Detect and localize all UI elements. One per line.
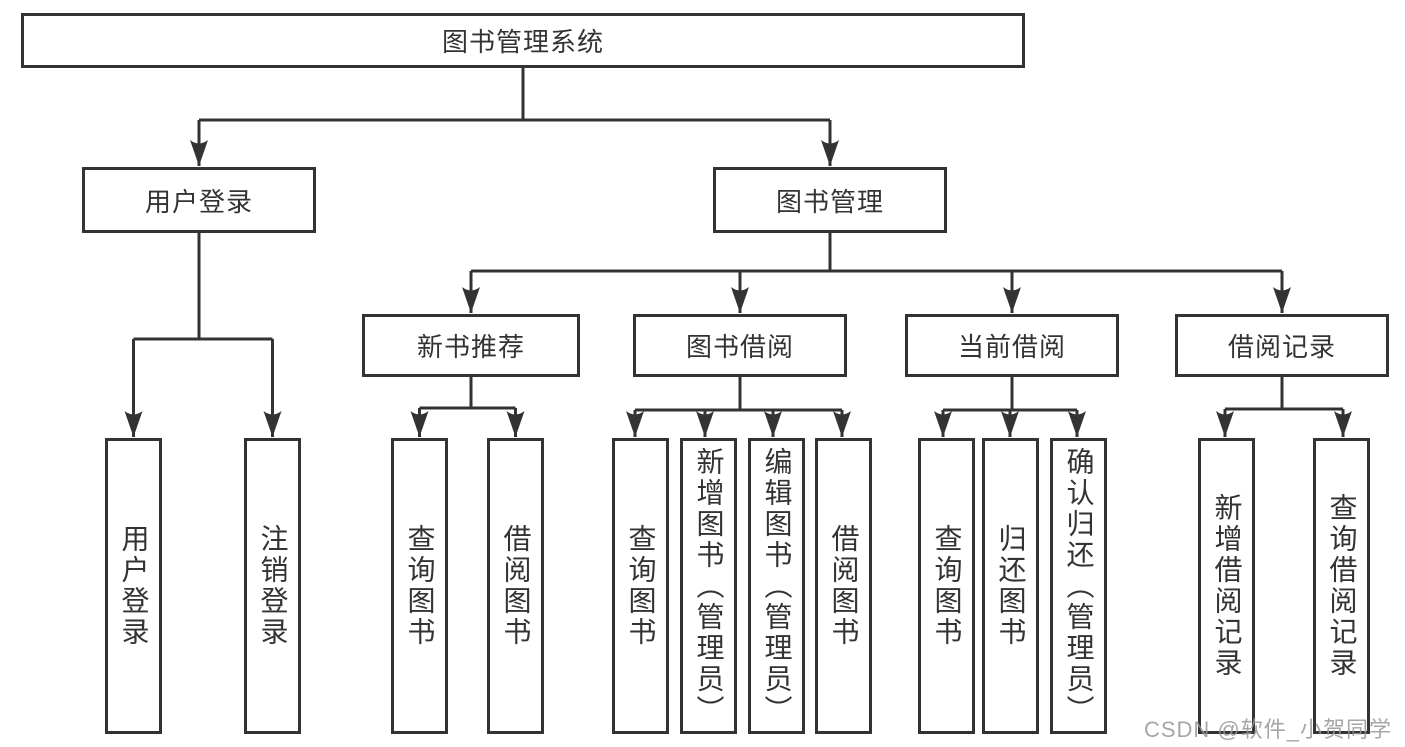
leaf-query-books-borrowing-label: 查询图书 [625, 524, 657, 648]
leaf-user-login: 用户登录 [105, 438, 162, 734]
leaf-query-books-borrowing: 查询图书 [612, 438, 669, 734]
leaf-add-books-admin: 新增图书（管理员） [680, 438, 737, 734]
leaf-user-login-label: 用户登录 [118, 524, 150, 648]
leaf-return-books: 归还图书 [982, 438, 1039, 734]
leaf-query-books-current: 查询图书 [918, 438, 975, 734]
node-book-management: 图书管理 [713, 167, 947, 233]
leaf-logout-login: 注销登录 [244, 438, 301, 734]
leaf-borrow-books-recommend-label: 借阅图书 [500, 524, 532, 648]
leaf-edit-books-admin: 编辑图书（管理员） [748, 438, 805, 734]
leaf-add-borrow-record-label: 新增借阅记录 [1211, 493, 1243, 679]
leaf-add-books-admin-label: 新增图书（管理员） [693, 446, 725, 726]
leaf-borrow-books-borrowing-label: 借阅图书 [828, 524, 860, 648]
leaf-query-books-recommend-label: 查询图书 [404, 524, 436, 648]
node-library-management-system: 图书管理系统 [21, 13, 1025, 68]
node-current-borrowing: 当前借阅 [905, 314, 1119, 377]
leaf-edit-books-admin-label: 编辑图书（管理员） [761, 446, 793, 726]
leaf-query-borrow-record-label: 查询借阅记录 [1326, 493, 1358, 679]
node-new-book-recommendation: 新书推荐 [362, 314, 580, 377]
watermark: CSDN @软件_小贺同学 [1143, 717, 1392, 742]
node-user-login: 用户登录 [82, 167, 316, 233]
leaf-query-books-recommend: 查询图书 [391, 438, 448, 734]
node-borrowing-records: 借阅记录 [1175, 314, 1389, 377]
leaf-query-books-current-label: 查询图书 [931, 524, 963, 648]
leaf-add-borrow-record: 新增借阅记录 [1198, 438, 1255, 734]
node-book-borrowing: 图书借阅 [633, 314, 847, 377]
leaf-confirm-return-admin-label: 确认归还（管理员） [1063, 446, 1095, 726]
leaf-confirm-return-admin: 确认归还（管理员） [1050, 438, 1107, 734]
leaf-logout-login-label: 注销登录 [257, 524, 289, 648]
leaf-query-borrow-record: 查询借阅记录 [1313, 438, 1370, 734]
leaf-borrow-books-borrowing: 借阅图书 [815, 438, 872, 734]
leaf-return-books-label: 归还图书 [995, 524, 1027, 648]
leaf-borrow-books-recommend: 借阅图书 [487, 438, 544, 734]
